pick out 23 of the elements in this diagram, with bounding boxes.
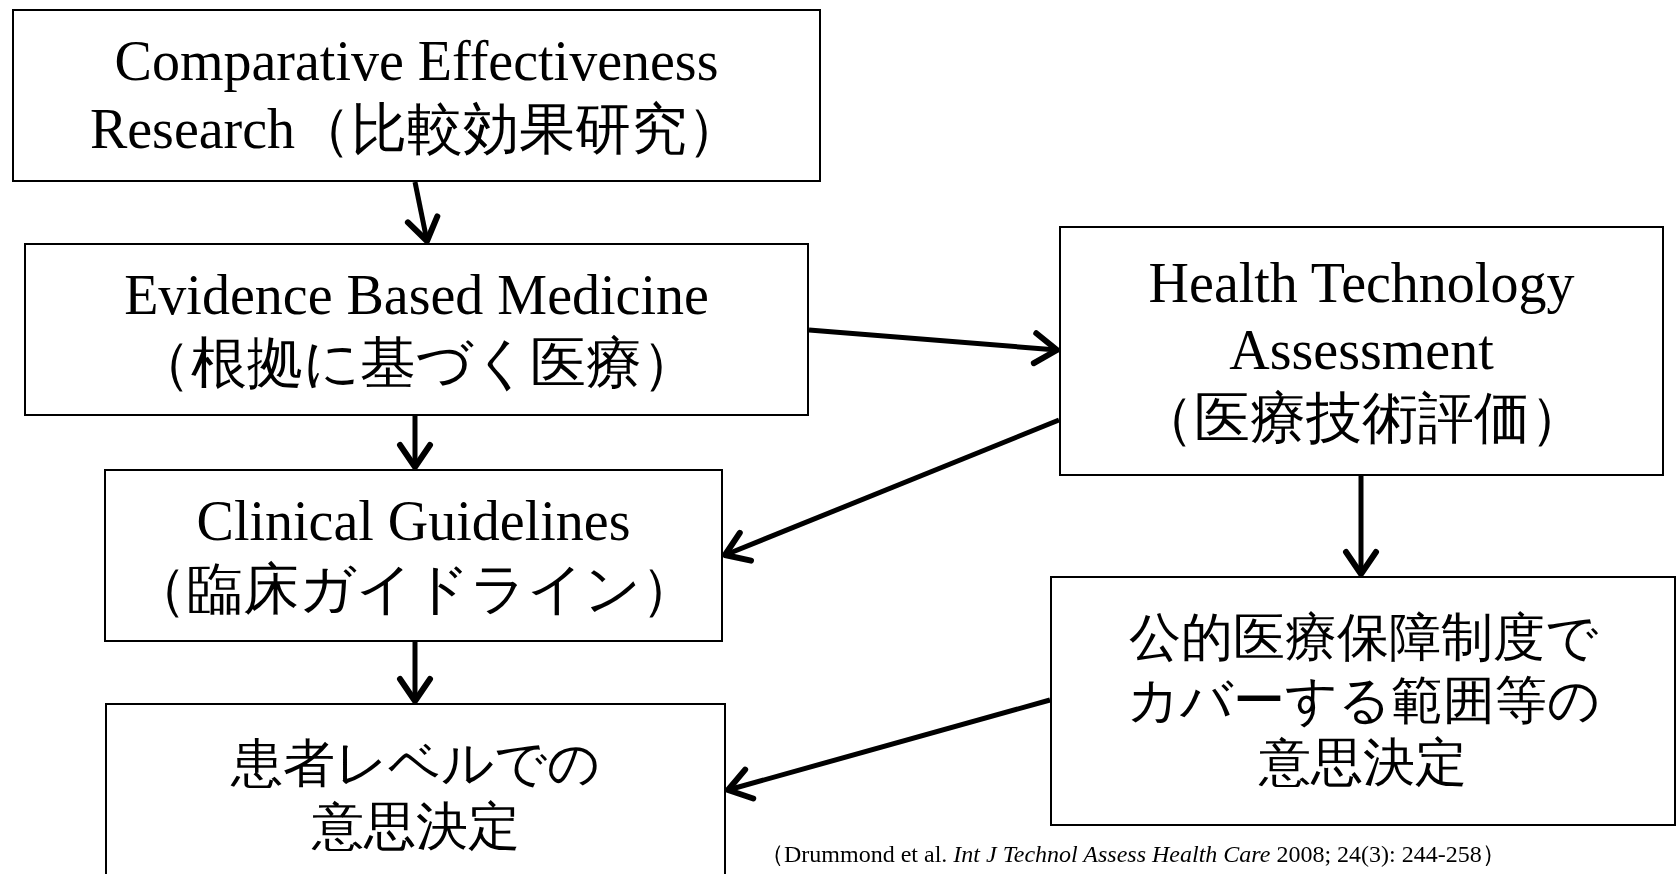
arrow xyxy=(722,417,1060,564)
text-box xyxy=(104,469,723,642)
text-box xyxy=(1059,226,1664,476)
box-text: 公的医療保障制度でカバーする範囲等の意思決定 xyxy=(1125,608,1601,794)
arrow xyxy=(397,416,433,470)
box-text: Health Technology Assessment xyxy=(1147,251,1576,384)
box-text: （医療技術評価） xyxy=(1137,385,1586,451)
box-text: （臨床ガイドライン） xyxy=(130,556,697,622)
arrow xyxy=(725,697,1051,802)
arrow xyxy=(404,181,441,244)
text-box xyxy=(12,9,821,182)
arrow xyxy=(397,642,433,704)
box-text: Evidence Based Medicine xyxy=(124,263,709,329)
text-box xyxy=(105,703,726,874)
box-text: Clinical Guidelines xyxy=(196,489,631,555)
arrow xyxy=(1343,476,1379,577)
text-box xyxy=(1050,576,1676,826)
arrow xyxy=(808,327,1060,367)
box-text: 患者レベルでの意思決定 xyxy=(230,734,601,857)
box-text: （根拠に基づく医療） xyxy=(135,330,698,396)
citation-note: （Drummond et al. Int J Technol Assess Health Care 2008; 24(3): 244-258） xyxy=(760,840,1506,869)
box-text: Comparative Effectiveness Research（比較効果研究） xyxy=(88,29,745,162)
text-box xyxy=(24,243,809,416)
